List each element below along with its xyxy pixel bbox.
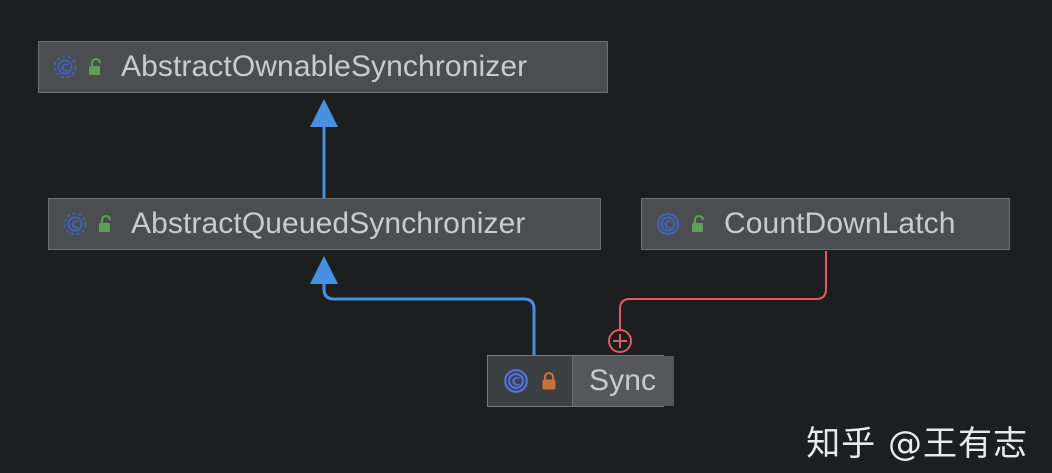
abstract-class-icon: C xyxy=(53,55,77,79)
svg-text:C: C xyxy=(61,62,69,74)
edge-aqs-extends-aos xyxy=(310,99,338,198)
svg-text:C: C xyxy=(664,219,672,231)
class-node-abstract-queued-synchronizer[interactable]: C AbstractQueuedSynchronizer xyxy=(48,198,601,250)
abstract-class-icon: C xyxy=(63,212,87,236)
class-icon: C xyxy=(657,213,679,235)
node-icon-group: C xyxy=(52,54,105,80)
class-node-label: Sync xyxy=(589,364,657,397)
node-icon-group: C xyxy=(62,211,115,237)
class-node-label: CountDownLatch xyxy=(724,207,956,240)
unlocked-padlock-icon xyxy=(99,214,112,232)
class-node-sync[interactable]: C Sync xyxy=(487,355,675,407)
svg-text:C: C xyxy=(71,219,79,231)
svg-text:C: C xyxy=(512,376,520,389)
class-node-label: AbstractOwnableSynchronizer xyxy=(121,50,528,83)
unlocked-padlock-icon xyxy=(89,57,102,75)
arrowhead-filled-triangle xyxy=(310,99,338,127)
node-icon-group: C xyxy=(655,211,708,237)
class-node-label: AbstractQueuedSynchronizer xyxy=(131,207,526,240)
class-node-count-down-latch[interactable]: C CountDownLatch xyxy=(641,198,1010,250)
edge-cdl-contains-sync xyxy=(608,251,827,353)
class-icon: C xyxy=(504,369,528,393)
arrowhead-filled-triangle xyxy=(310,256,338,284)
edge-sync-extends-aqs xyxy=(310,256,536,356)
node-icon-group: C xyxy=(488,356,573,406)
locked-padlock-icon xyxy=(542,371,556,390)
plus-circle-icon xyxy=(608,329,632,353)
class-node-abstract-ownable-synchronizer[interactable]: C AbstractOwnableSynchronizer xyxy=(38,41,608,93)
class-node-label-cell: Sync xyxy=(573,356,675,406)
watermark-text: 知乎 @王有志 xyxy=(806,424,1028,464)
unlocked-padlock-icon xyxy=(692,214,705,232)
